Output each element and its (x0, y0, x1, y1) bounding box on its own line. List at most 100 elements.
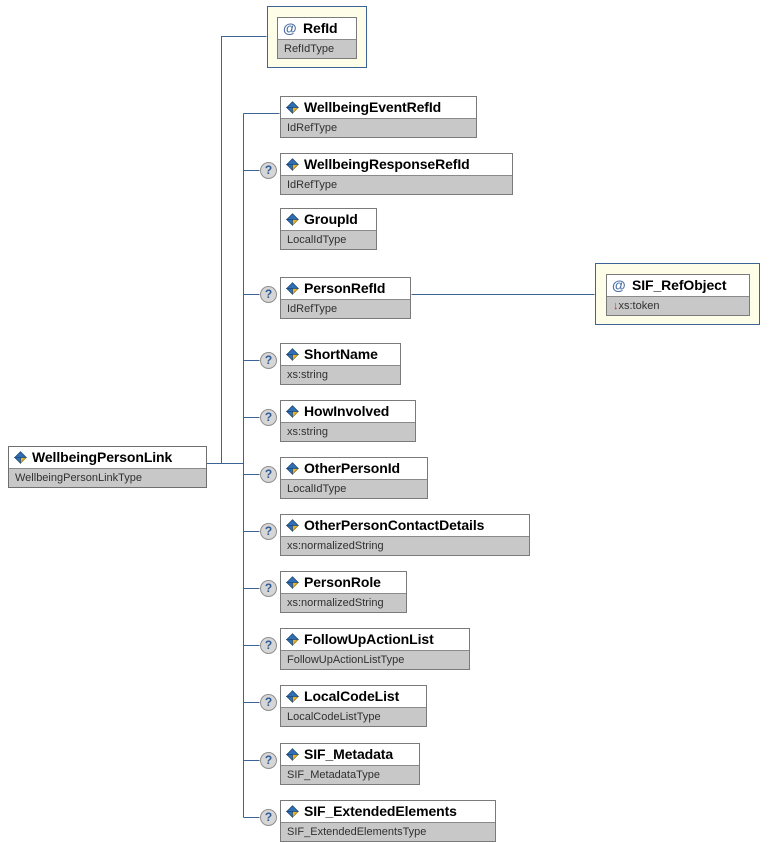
node-box: GroupId LocalIdType (280, 208, 377, 250)
node-box: PersonRefId IdRefType (280, 277, 411, 319)
node-otherpersoncontactdetails[interactable]: OtherPersonContactDetails xs:normalizedS… (280, 514, 530, 556)
element-icon (286, 633, 299, 646)
node-name: SIF_ExtendedElements (304, 803, 457, 819)
node-refid[interactable]: @ RefId RefIdType (277, 17, 357, 59)
node-header: GroupId (281, 209, 376, 230)
node-name: HowInvolved (304, 403, 390, 419)
optional-marker-sifmetadata: ? (260, 752, 277, 769)
element-icon (286, 519, 299, 532)
node-name: WellbeingEventRefId (304, 99, 442, 115)
node-box: WellbeingResponseRefId IdRefType (280, 153, 513, 195)
node-name: WellbeingPersonLink (32, 449, 173, 465)
node-name: WellbeingResponseRefId (304, 156, 470, 172)
node-wellbeingresponserefid[interactable]: WellbeingResponseRefId IdRefType (280, 153, 513, 195)
node-localcodelist[interactable]: LocalCodeList LocalCodeListType (280, 685, 427, 727)
node-header: FollowUpActionList (281, 629, 469, 650)
optional-marker-localcodelist: ? (260, 694, 277, 711)
optional-marker-personrole: ? (260, 580, 277, 597)
node-type: FollowUpActionListType (281, 650, 469, 669)
node-type: ↓xs:token (607, 296, 749, 315)
node-header: PersonRole (281, 572, 406, 593)
node-name: PersonRole (304, 574, 381, 590)
node-type: IdRefType (281, 299, 410, 318)
element-icon (286, 405, 299, 418)
element-icon (286, 690, 299, 703)
element-icon (286, 348, 299, 361)
element-icon (286, 748, 299, 761)
node-type: LocalIdType (281, 479, 427, 498)
node-header: WellbeingPersonLink (9, 447, 206, 468)
node-box: WellbeingPersonLink WellbeingPersonLinkT… (8, 446, 207, 488)
optional-marker-otherpersoncontactdetails: ? (260, 523, 277, 540)
node-header: ShortName (281, 344, 400, 365)
node-type: IdRefType (281, 118, 476, 137)
node-type: xs:string (281, 422, 415, 441)
node-followupactionlist[interactable]: FollowUpActionList FollowUpActionListTyp… (280, 628, 470, 670)
element-icon (286, 576, 299, 589)
node-type: IdRefType (281, 175, 512, 194)
node-howinvolved[interactable]: HowInvolved xs:string (280, 400, 416, 442)
optional-marker-sifextendedelements: ? (260, 809, 277, 826)
node-name: SIF_RefObject (632, 277, 727, 293)
optional-marker-wellbeingresponserefid: ? (260, 162, 277, 179)
node-name: OtherPersonContactDetails (304, 517, 485, 533)
node-type-text: xs:token (618, 300, 660, 312)
node-type: SIF_ExtendedElementsType (281, 822, 495, 841)
node-type: RefIdType (278, 39, 356, 58)
optional-marker-personrefid: ? (260, 286, 277, 303)
node-name: PersonRefId (304, 280, 386, 296)
node-type: xs:string (281, 365, 400, 384)
element-icon (286, 805, 299, 818)
node-type: LocalCodeListType (281, 707, 426, 726)
node-shortname[interactable]: ShortName xs:string (280, 343, 401, 385)
node-box: PersonRole xs:normalizedString (280, 571, 407, 613)
node-sifextendedelements[interactable]: SIF_ExtendedElements SIF_ExtendedElement… (280, 800, 496, 842)
node-name: SIF_Metadata (304, 746, 394, 762)
optional-marker-howinvolved: ? (260, 409, 277, 426)
element-icon (286, 101, 299, 114)
optional-marker-followupactionlist: ? (260, 637, 277, 654)
node-personrefid[interactable]: PersonRefId IdRefType (280, 277, 411, 319)
at-icon: @ (612, 277, 626, 293)
node-type: xs:normalizedString (281, 536, 529, 555)
node-header: OtherPersonContactDetails (281, 515, 529, 536)
node-box: OtherPersonContactDetails xs:normalizedS… (280, 514, 530, 556)
node-name: FollowUpActionList (304, 631, 434, 647)
element-icon (286, 213, 299, 226)
node-type: LocalIdType (281, 230, 376, 249)
node-header: @ SIF_RefObject (607, 275, 749, 296)
node-name: ShortName (304, 346, 378, 362)
node-box: SIF_ExtendedElements SIF_ExtendedElement… (280, 800, 496, 842)
node-header: SIF_Metadata (281, 744, 419, 765)
node-wellbeingeventrefid[interactable]: WellbeingEventRefId IdRefType (280, 96, 477, 138)
element-icon (286, 282, 299, 295)
node-sifmetadata[interactable]: SIF_Metadata SIF_MetadataType (280, 743, 420, 785)
node-groupid[interactable]: GroupId LocalIdType (280, 208, 377, 250)
node-sifrefobject[interactable]: @ SIF_RefObject ↓xs:token (606, 274, 750, 316)
element-icon (286, 158, 299, 171)
node-header: SIF_ExtendedElements (281, 801, 495, 822)
node-name: LocalCodeList (304, 688, 400, 704)
at-icon: @ (283, 20, 297, 36)
node-wellbeingpersonlink[interactable]: WellbeingPersonLink WellbeingPersonLinkT… (8, 446, 207, 488)
node-personrole[interactable]: PersonRole xs:normalizedString (280, 571, 407, 613)
down-arrow-icon: ↓ (613, 300, 619, 312)
node-name: GroupId (304, 211, 358, 227)
node-type: WellbeingPersonLinkType (9, 468, 206, 487)
node-box: OtherPersonId LocalIdType (280, 457, 428, 499)
node-box: LocalCodeList LocalCodeListType (280, 685, 427, 727)
node-header: LocalCodeList (281, 686, 426, 707)
node-box: ShortName xs:string (280, 343, 401, 385)
node-box: @ RefId RefIdType (277, 17, 357, 59)
wire-attribute-trunk (220, 35, 267, 464)
node-box: WellbeingEventRefId IdRefType (280, 96, 477, 138)
optional-marker-shortname: ? (260, 352, 277, 369)
node-box: HowInvolved xs:string (280, 400, 416, 442)
node-header: WellbeingEventRefId (281, 97, 476, 118)
node-box: @ SIF_RefObject ↓xs:token (606, 274, 750, 316)
node-type: SIF_MetadataType (281, 765, 419, 784)
node-otherpersonid[interactable]: OtherPersonId LocalIdType (280, 457, 428, 499)
node-header: @ RefId (278, 18, 356, 39)
node-header: OtherPersonId (281, 458, 427, 479)
